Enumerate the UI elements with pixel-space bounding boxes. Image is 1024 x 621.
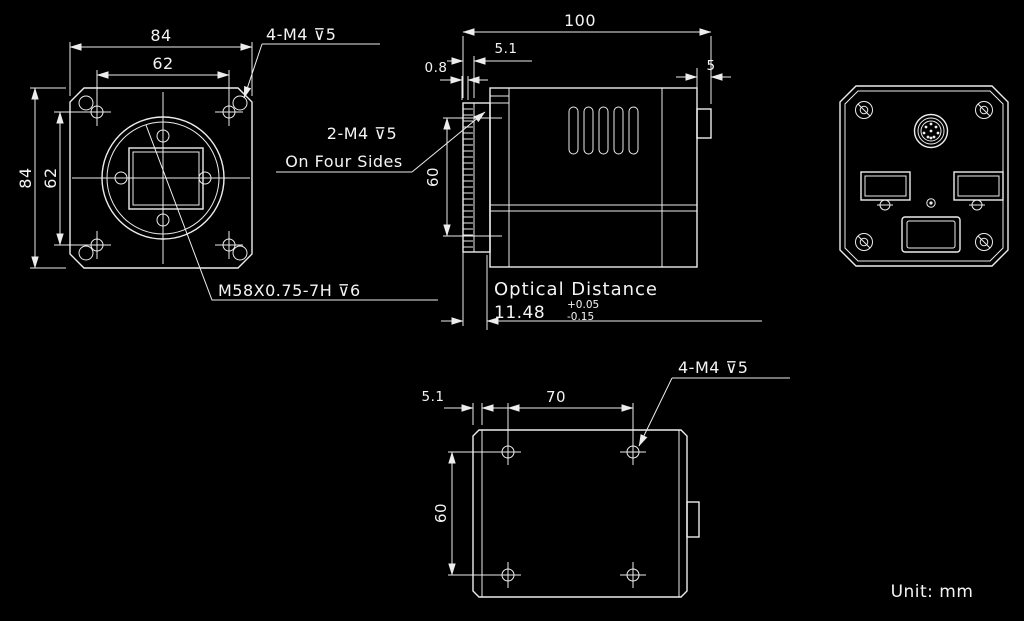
dim-84-width-text: 84 (150, 26, 171, 45)
dim-side-rear-step: 5 (676, 58, 731, 104)
dim-60-side-text: 60 (424, 167, 442, 187)
dim-60-bottom-text: 60 (432, 503, 450, 523)
port-screws (877, 199, 985, 211)
dim-front-height-outer: 84 (16, 87, 66, 269)
dim-front-width-outer: 84 (69, 26, 253, 96)
front-corner-counterbores (78, 95, 248, 261)
bottom-mounting-holes (495, 439, 646, 588)
side-view: 100 5.1 0.8 5 60 2 (276, 11, 762, 330)
front-corner-holes-label: 4-M4 ⊽5 (266, 25, 336, 44)
dim-5-text: 5 (706, 58, 715, 74)
status-led (926, 198, 936, 208)
heat-sink-slots (568, 106, 639, 155)
unit-note: Unit: mm (891, 582, 974, 602)
body-seam-lines (490, 88, 697, 267)
camera-body-side (489, 87, 698, 268)
rear-step (696, 108, 712, 139)
dim-side-length: 100 (462, 11, 712, 103)
dim-bottom-hole-span-width: 60 (432, 451, 502, 576)
dim-70-text: 70 (546, 388, 566, 406)
dim-side-front-lip: 0.8 (425, 60, 488, 100)
rear-view (839, 85, 1009, 267)
dim-62-height-text: 62 (41, 167, 60, 188)
optical-distance-tol-lower: -0.15 (567, 311, 594, 323)
side-holes-callout: 2-M4 ⊽5 On Four Sides (276, 111, 486, 173)
circular-connector (913, 113, 949, 149)
bottom-holes-label: 4-M4 ⊽5 (678, 358, 748, 377)
lens-thread-leader (145, 124, 438, 301)
front-view: M58X0.75-7H ⊽6 84 62 84 62 4- (16, 25, 438, 301)
front-mounting-holes (83, 98, 243, 259)
dim-front-height-holes: 62 (41, 111, 90, 246)
bottom-body-outline (472, 429, 688, 598)
dim-side-height-holes: 60 (424, 117, 502, 237)
rear-plate-outline (839, 85, 1009, 267)
dim-5-1-side-text: 5.1 (495, 41, 518, 57)
connector-pins (922, 122, 940, 140)
rear-plate-inner-outline (844, 90, 1004, 262)
front-centerlines (72, 92, 250, 264)
dim-0-8-text: 0.8 (425, 60, 448, 76)
bottom-side-protrusion (686, 501, 700, 538)
bottom-holes-callout: 4-M4 ⊽5 (638, 358, 790, 447)
front-corner-holes-callout: 4-M4 ⊽5 (243, 25, 380, 99)
lens-thread-label: M58X0.75-7H ⊽6 (218, 281, 361, 300)
dim-5-1-bottom-text: 5.1 (422, 389, 445, 405)
dim-84-height-text: 84 (16, 167, 35, 188)
dim-bottom-hole-span-length: 70 (507, 388, 634, 444)
side-holes-label: 2-M4 ⊽5 (327, 124, 397, 143)
optical-distance-tol-upper: +0.05 (567, 299, 599, 311)
optical-distance-title: Optical Distance (494, 279, 658, 300)
front-plate-outline (69, 87, 253, 269)
side-holes-note: On Four Sides (285, 152, 402, 171)
bottom-connector (901, 216, 961, 253)
dim-bottom-edge-offset: 5.1 (422, 389, 508, 425)
bottom-view: 70 5.1 60 4-M4 ⊽5 (422, 358, 790, 598)
dim-front-width-holes: 62 (96, 54, 230, 106)
rear-corner-screws (855, 101, 993, 251)
left-port-connector (860, 171, 911, 201)
dim-62-width-text: 62 (152, 54, 173, 73)
optical-distance-value: 11.48 (494, 303, 545, 323)
lens-flange-ring (462, 102, 491, 253)
bottom-seam-lines (481, 430, 680, 597)
flange-serration (463, 108, 473, 248)
optical-distance-dim: Optical Distance 11.48 +0.05 -0.15 (441, 252, 762, 330)
right-port-connector (953, 171, 1004, 201)
dim-100-text: 100 (564, 11, 596, 30)
